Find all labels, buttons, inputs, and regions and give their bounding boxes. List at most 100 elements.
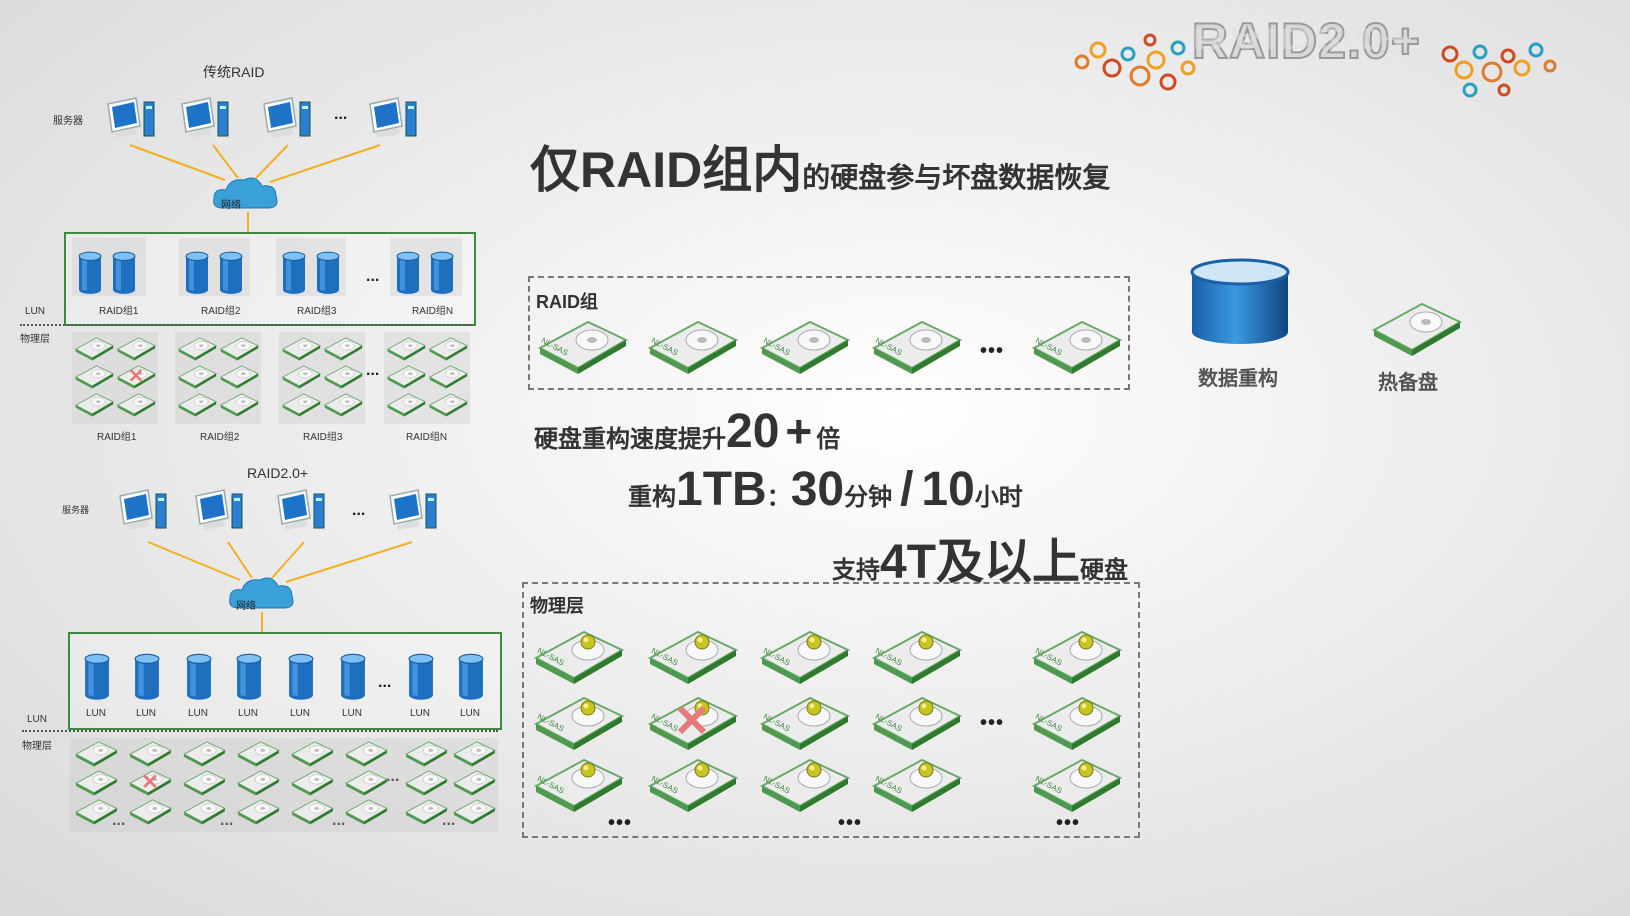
raid20-phys-disk-r1-c3 bbox=[182, 740, 226, 767]
traditional-raid-cylinder-2b bbox=[219, 250, 243, 296]
speed-line1-plus: + bbox=[785, 405, 813, 457]
traditional-phys-raid-label-2: RAID组2 bbox=[200, 432, 240, 443]
speed-line2-old: 10 bbox=[921, 463, 975, 516]
raid20-phys-disk-r1-c4 bbox=[236, 740, 280, 767]
speed-line1-text: 硬盘重构速度提升 bbox=[534, 426, 726, 453]
traditional-server-icon-2 bbox=[180, 96, 234, 138]
physical-disk-r1-c4: NL-SAS bbox=[870, 628, 962, 685]
speed-line3: 支持4T及以上硬盘 bbox=[832, 522, 1128, 592]
raid20-physical-label: 物理层 bbox=[22, 741, 52, 752]
physical-disk-r3-c2: NL-SAS bbox=[646, 756, 738, 813]
speed-line2-old-unit: 小时 bbox=[974, 484, 1023, 511]
raid20-phys-disk-r3-c6 bbox=[344, 798, 388, 825]
raid20-lun-side-label: LUN bbox=[27, 714, 48, 725]
physical-disk-r1-c1: NL-SAS bbox=[532, 628, 624, 685]
traditional-phys-disk-g1-r1-c1 bbox=[74, 336, 114, 361]
traditional-raid-cylinder-2a bbox=[185, 250, 209, 296]
traditional-raid-label-2: RAID组2 bbox=[201, 306, 241, 317]
raid20-bottom-ellipsis-3: ... bbox=[332, 812, 346, 829]
physical-layer-box bbox=[522, 582, 1140, 838]
traditional-phys-disk-g2-r1-c1 bbox=[177, 336, 217, 361]
traditional-phys-disk-g3-r1-c2 bbox=[323, 336, 363, 361]
physical-disk-r3-c4: NL-SAS bbox=[870, 756, 962, 813]
raid20-logo: RAID2.0+ RAID2.0+ bbox=[1060, 10, 1580, 110]
raid20-divider bbox=[22, 730, 498, 732]
traditional-phys-disk-g3-r3-c1 bbox=[281, 392, 321, 417]
raid20-lun-cylinder-7 bbox=[408, 652, 434, 702]
logo-reflection: RAID2.0+ bbox=[1192, 21, 1413, 56]
raid20-phys-disk-r1-c8 bbox=[452, 740, 496, 767]
physical-disk-r2-c3: NL-SAS bbox=[758, 694, 850, 751]
raid20-lun-cylinder-5 bbox=[288, 652, 314, 702]
traditional-server-ellipsis: ... bbox=[334, 106, 348, 123]
traditional-phys-disk-g2-r3-c1 bbox=[177, 392, 217, 417]
traditional-phys-disk-g3-r3-c2 bbox=[323, 392, 363, 417]
physical-disk-r2-c2: NL-SAS bbox=[646, 694, 738, 751]
traditional-phys-raid-label-n: RAID组N bbox=[406, 432, 448, 443]
raid-group-disk-2: NL-SAS bbox=[646, 318, 738, 375]
raid20-phys-disk-r1-c7 bbox=[404, 740, 448, 767]
traditional-title: 传统RAID bbox=[203, 64, 265, 80]
raid20-lun-label-5: LUN bbox=[290, 708, 311, 719]
speed-line2: 重构1TB：30分钟/10小时 bbox=[628, 462, 1023, 517]
traditional-phys-disk-g1-r2-c2 bbox=[116, 364, 156, 389]
raid20-server-label: 服务器 bbox=[62, 505, 90, 515]
traditional-physical-label: 物理层 bbox=[20, 334, 50, 345]
traditional-phys-disk-g4-r3-c1 bbox=[386, 392, 426, 417]
traditional-phys-disk-g4-r1-c1 bbox=[386, 336, 426, 361]
raid20-physical-ellipsis: ... bbox=[386, 768, 400, 785]
raid20-lun-label-2: LUN bbox=[136, 708, 157, 719]
physical-disk-r1-c3: NL-SAS bbox=[758, 628, 850, 685]
raid20-lun-ellipsis: ... bbox=[378, 674, 392, 691]
raid20-phys-disk-r2-c4 bbox=[236, 769, 280, 796]
traditional-lun-label: LUN bbox=[25, 306, 46, 317]
raid20-server-ellipsis: ... bbox=[352, 502, 366, 519]
raid20-lun-label-8: LUN bbox=[460, 708, 481, 719]
traditional-raid-label-n: RAID组N bbox=[412, 306, 454, 317]
traditional-raid-label-3: RAID组3 bbox=[297, 306, 337, 317]
traditional-raid-cylinder-1b bbox=[112, 250, 136, 296]
raid20-lun-label-1: LUN bbox=[86, 708, 107, 719]
physical-disk-r2-c4: NL-SAS bbox=[870, 694, 962, 751]
physical-ellipsis-mid: ••• bbox=[980, 712, 1005, 734]
traditional-phys-disk-g2-r1-c2 bbox=[219, 336, 259, 361]
physical-disk-r3-c3: NL-SAS bbox=[758, 756, 850, 813]
raid20-bottom-ellipsis-1: ... bbox=[112, 812, 126, 829]
speed-line2-slash: / bbox=[900, 463, 914, 516]
raid20-server-icon-1 bbox=[118, 488, 172, 530]
traditional-network-lines bbox=[129, 144, 381, 232]
traditional-physical-ellipsis: ... bbox=[366, 362, 380, 379]
traditional-phys-raid-label-3: RAID组3 bbox=[303, 432, 343, 443]
physical-ellipsis-bottom-1: ••• bbox=[608, 812, 633, 834]
traditional-phys-disk-g1-r1-c2 bbox=[116, 336, 156, 361]
traditional-phys-disk-g4-r3-c2 bbox=[428, 392, 468, 417]
raid20-lun-cylinder-1 bbox=[84, 652, 110, 702]
raid20-lun-label-7: LUN bbox=[410, 708, 431, 719]
raid20-lun-cylinder-4 bbox=[236, 652, 262, 702]
logo-text: RAID2.0+ bbox=[1191, 12, 1421, 70]
traditional-phys-disk-g1-r3-c1 bbox=[74, 392, 114, 417]
speed-line3-pre: 支持 bbox=[832, 557, 880, 584]
physical-disk-r3-c5: NL-SAS bbox=[1030, 756, 1122, 813]
raid-group-disk-1: NL-SAS bbox=[536, 318, 628, 375]
raid20-server-icon-4 bbox=[388, 488, 442, 530]
raid-group-disk-3: NL-SAS bbox=[758, 318, 850, 375]
raid-group-label: RAID组 bbox=[536, 292, 598, 312]
traditional-raid-cylinder-4b bbox=[430, 250, 454, 296]
speed-line2-sep: ： bbox=[766, 484, 791, 511]
physical-disk-r2-c1: NL-SAS bbox=[532, 694, 624, 751]
raid20-phys-disk-r3-c7 bbox=[404, 798, 448, 825]
traditional-phys-disk-g3-r2-c2 bbox=[323, 364, 363, 389]
traditional-phys-disk-g2-r2-c1 bbox=[177, 364, 217, 389]
rebuild-cylinder-icon bbox=[1188, 258, 1292, 350]
physical-disk-r1-c2: NL-SAS bbox=[646, 628, 738, 685]
traditional-server-icon-4 bbox=[368, 96, 422, 138]
traditional-network-label: 网络 bbox=[221, 200, 241, 211]
speed-line1: 硬盘重构速度提升20+倍 bbox=[534, 404, 840, 459]
speed-line2-new: 30 bbox=[790, 463, 845, 516]
headline: 仅RAID组内的硬盘参与坏盘数据恢复 bbox=[530, 130, 1110, 202]
traditional-raid-cylinder-1a bbox=[78, 250, 102, 296]
physical-ellipsis-bottom-3: ••• bbox=[1056, 812, 1081, 834]
physical-disk-r1-c5: NL-SAS bbox=[1030, 628, 1122, 685]
